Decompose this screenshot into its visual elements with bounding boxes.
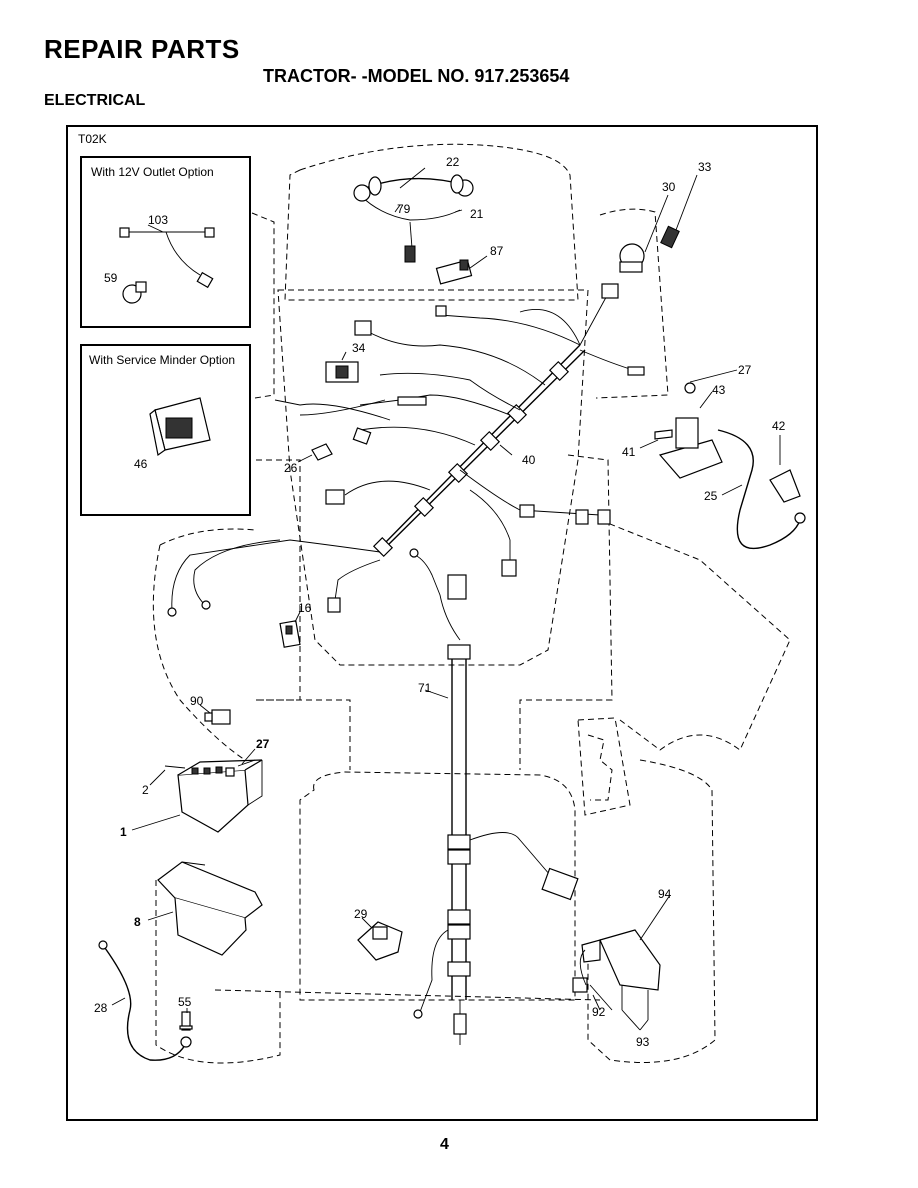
callout-40: 40: [522, 453, 536, 467]
module-94: [572, 894, 671, 1020]
callout-87: 87: [490, 244, 504, 258]
diagram-code: T02K: [78, 132, 107, 146]
callout-94: 94: [658, 887, 672, 901]
part-87-switch: [435, 259, 473, 285]
part-26-connector: [311, 443, 333, 461]
callout-27-lower: 27: [256, 737, 270, 751]
callout-103: 103: [148, 213, 168, 227]
callout-28: 28: [94, 1001, 108, 1015]
callout-leaders: [111, 167, 781, 1031]
callout-41: 41: [622, 445, 636, 459]
battery-tray-8: [157, 861, 263, 956]
callout-25: 25: [704, 489, 718, 503]
battery-cable-28: [98, 940, 193, 1061]
option-title-12v-outlet: With 12V Outlet Option: [91, 165, 214, 179]
callout-30: 30: [662, 180, 676, 194]
option-title-service-minder: With Service Minder Option: [89, 353, 236, 367]
callout-93: 93: [636, 1035, 650, 1049]
service-minder-parts: [149, 397, 211, 457]
part-16-switch: [279, 620, 301, 648]
callout-90: 90: [190, 694, 204, 708]
callout-46: 46: [134, 457, 148, 471]
diagram-frame: [66, 125, 818, 1121]
callout-26: 26: [284, 461, 298, 475]
callout-16: 16: [298, 601, 312, 615]
option-box-12v-outlet: [80, 156, 251, 328]
callout-29: 29: [354, 907, 368, 921]
callout-79: 79: [397, 202, 411, 216]
callout-33: 33: [698, 160, 712, 174]
part-90-relay: [204, 709, 231, 725]
callout-71: 71: [418, 681, 432, 695]
headlight-assembly: [353, 174, 474, 263]
page-number: 4: [440, 1136, 449, 1153]
callout-59: 59: [104, 271, 118, 285]
section-heading: ELECTRICAL: [44, 92, 146, 109]
callout-34: 34: [352, 341, 366, 355]
callout-55: 55: [178, 995, 192, 1009]
switch-29: [357, 921, 403, 961]
callout-43: 43: [712, 383, 726, 397]
callout-1: 1: [120, 825, 127, 839]
callout-21: 21: [470, 207, 484, 221]
page-title: REPAIR PARTS: [44, 34, 240, 64]
harness-71: [409, 548, 579, 1045]
part-34-switch: [325, 361, 359, 383]
callout-27-upper: 27: [738, 363, 752, 377]
solenoid-43: [654, 382, 806, 550]
ignition-switch-30: [619, 174, 698, 273]
callout-8: 8: [134, 915, 141, 929]
wiring-harness-40: [167, 283, 645, 617]
tractor-outline: [152, 143, 791, 1064]
callout-92: 92: [592, 1005, 606, 1019]
callout-22: 22: [446, 155, 460, 169]
callout-2: 2: [142, 783, 149, 797]
callout-42: 42: [772, 419, 786, 433]
12v-outlet-parts: [119, 227, 215, 304]
model-subtitle: TRACTOR- -MODEL NO. 917.253654: [263, 66, 570, 86]
battery-1: [164, 759, 263, 833]
